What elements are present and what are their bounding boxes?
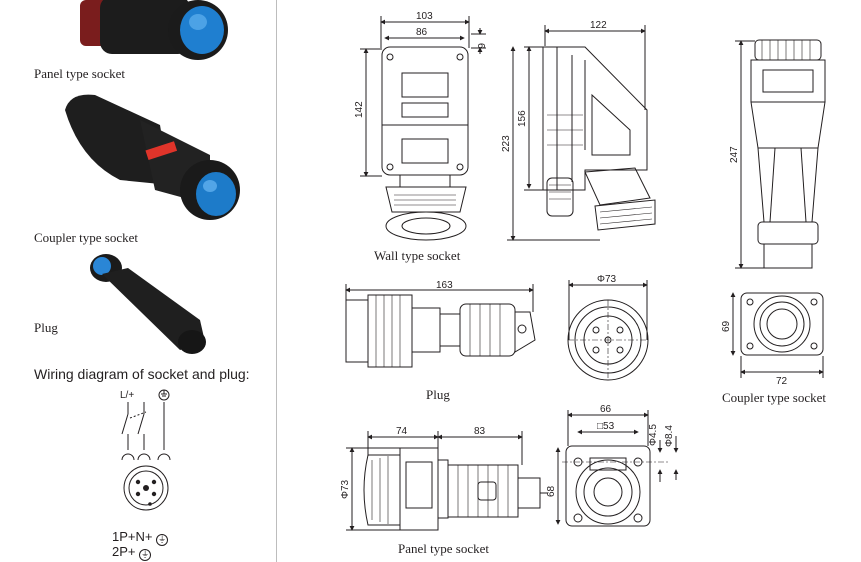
dim-wall-side-122: 122	[590, 20, 607, 31]
dim-wall-depth-6: 6	[475, 43, 486, 49]
config-2p-row: 2P+ ⏚	[112, 544, 152, 561]
dim-panel-height-68: 68	[546, 485, 557, 497]
wiring-title: Wiring diagram of socket and plug:	[34, 366, 250, 382]
column-divider	[276, 0, 277, 562]
coupler-front-view	[740, 292, 824, 356]
dim-panel-width-66: 66	[600, 404, 612, 415]
earth-symbol-icon: ⏚	[139, 549, 152, 561]
panel-drawing-caption: Panel type socket	[398, 541, 489, 556]
dim-wall-width-103: 103	[416, 11, 433, 22]
panel-socket-side-view	[363, 447, 548, 531]
dim-plug-length-163: 163	[436, 280, 453, 291]
plug-photo	[90, 254, 206, 354]
photo-highlight	[189, 14, 207, 30]
earth-symbol-icon	[158, 389, 170, 401]
panel-socket-front-view	[562, 445, 670, 527]
dim-wall-height-156: 156	[517, 110, 528, 127]
earth-symbol-icon: ⏚	[156, 534, 169, 546]
plug-caption: Plug	[34, 320, 58, 335]
dim-panel-square-53: □53	[597, 421, 615, 432]
photo-red-band	[145, 141, 178, 161]
dim-panel-hole-45: Φ4.5	[648, 424, 659, 446]
config-1p-row: 1P+N+ ⏚	[112, 529, 169, 546]
photo-body	[100, 0, 190, 54]
dim-panel-length-74: 74	[396, 426, 408, 437]
dim-wall-height-223: 223	[501, 135, 512, 152]
coupler-socket-photo	[65, 94, 240, 220]
dim-coupler-width-72: 72	[776, 376, 788, 387]
dim-coupler-height-247: 247	[729, 146, 740, 163]
dim-plug-dia-73: Φ73	[597, 274, 617, 285]
dim-coupler-height-69: 69	[721, 320, 732, 332]
photo-tail	[178, 330, 206, 354]
photo-highlight	[203, 180, 217, 192]
coupler-drawing-caption: Coupler type socket	[722, 390, 826, 405]
wall-socket-caption: Wall type socket	[374, 248, 461, 263]
photo-blue-face	[93, 257, 111, 275]
dim-panel-length-83: 83	[474, 426, 486, 437]
wall-socket-front-view	[381, 46, 469, 241]
dim-wall-width-86: 86	[416, 27, 428, 38]
dim-wall-height-142: 142	[354, 101, 365, 118]
plug-drawing-caption: Plug	[426, 387, 450, 402]
socket-pins	[135, 479, 157, 506]
coupler-side-view	[750, 39, 826, 269]
line-label: L/+	[120, 390, 134, 401]
panel-caption: Panel type socket	[34, 66, 125, 81]
dim-panel-hole-84: Φ8.4	[664, 425, 675, 447]
wall-socket-side-view	[542, 46, 656, 231]
config-2p-label: 2P+	[112, 544, 136, 559]
config-1p-label: 1P+N+	[112, 529, 153, 544]
photo-body	[102, 268, 205, 350]
coupler-caption: Coupler type socket	[34, 230, 138, 245]
wiring-diagram: L/+	[120, 389, 171, 511]
photo-grip	[65, 94, 170, 185]
plug-side-view	[345, 294, 536, 368]
panel-socket-photo	[80, 0, 228, 60]
dim-panel-dia-73: Φ73	[340, 479, 351, 499]
plug-end-view	[567, 299, 649, 381]
